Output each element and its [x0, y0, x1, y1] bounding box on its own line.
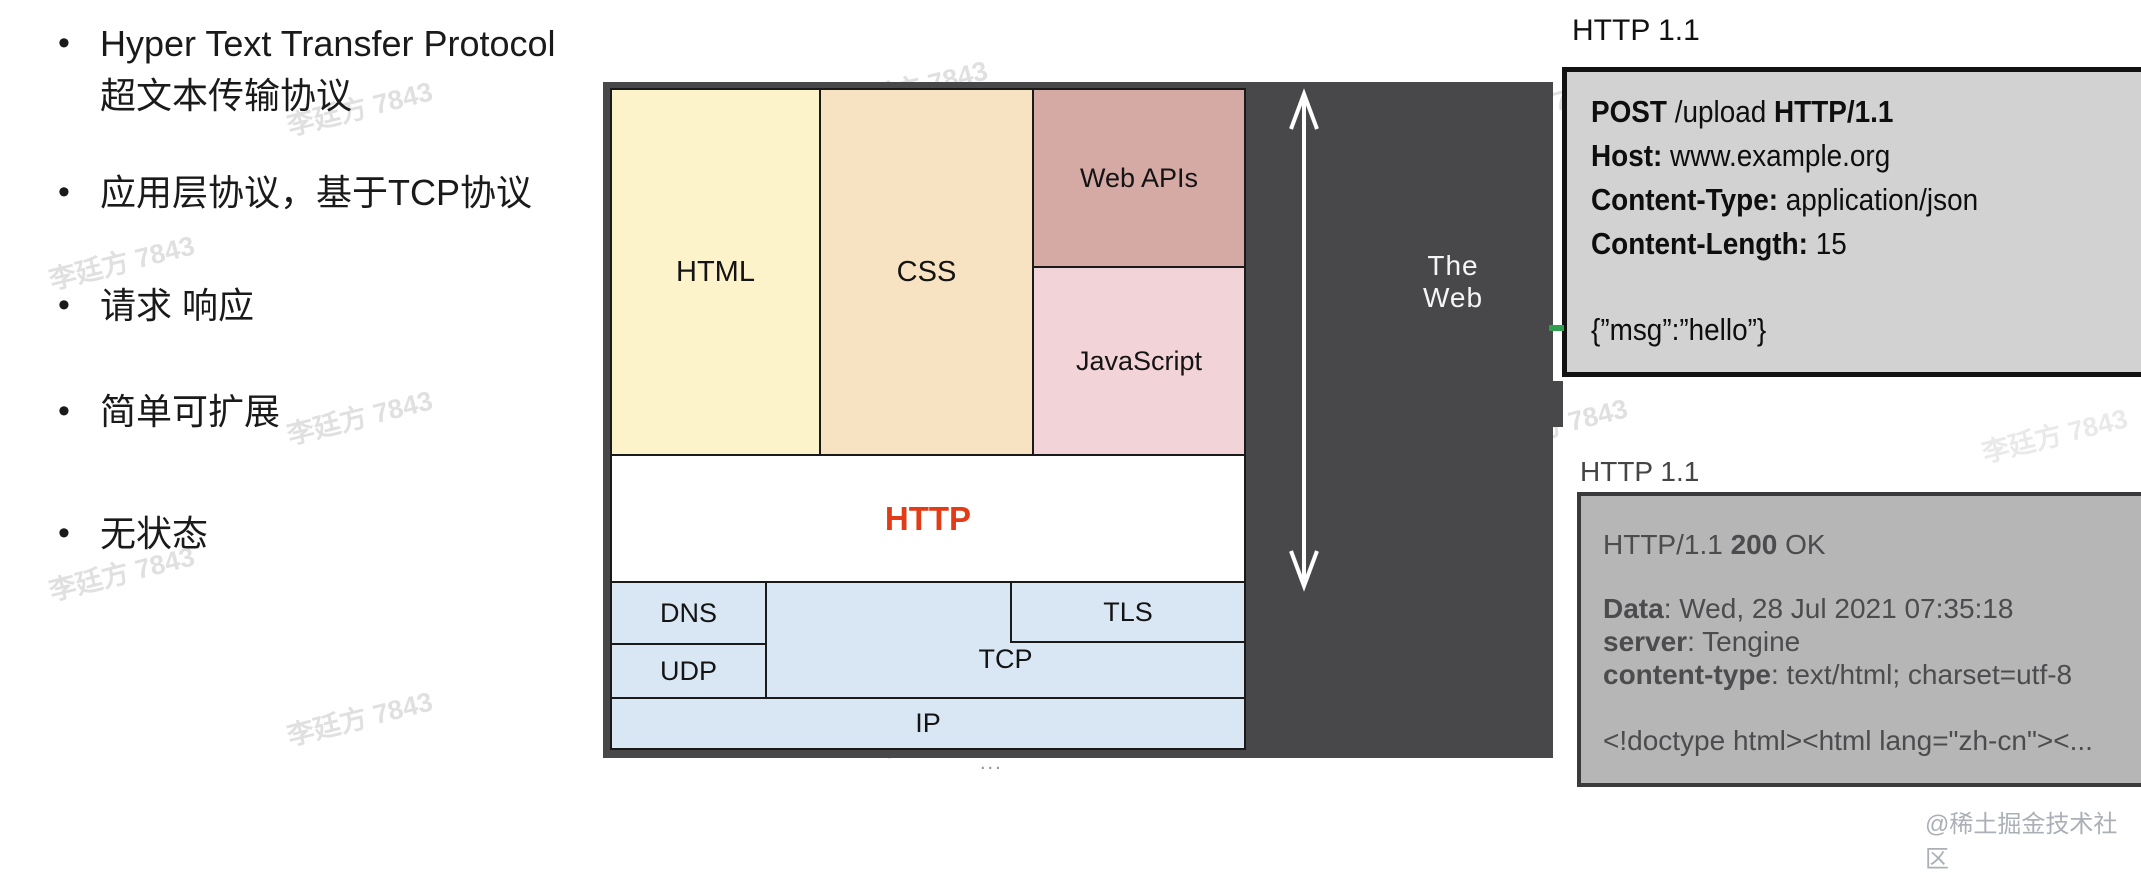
request-line: Content-Length: 15	[1591, 226, 1847, 261]
bullet-icon: •	[58, 286, 70, 324]
bullet-text: 请求 响应	[100, 285, 255, 326]
list-item: • 简单可扩展	[58, 386, 280, 438]
layer-tls: TLS	[1010, 581, 1246, 643]
web-stack-diagram: HTML CSS Web APIs JavaScript HTTP TCP DN…	[603, 82, 1563, 758]
response-line: Data: Wed, 28 Jul 2021 07:35:18	[1603, 593, 2014, 624]
bullet-text: 应用层协议，基于TCP协议	[100, 172, 533, 213]
http-response-text: HTTP/1.1 200 OK Data: Wed, 28 Jul 2021 0…	[1603, 528, 2141, 757]
watermark-text: 李廷方 7843	[284, 686, 436, 752]
protocol-stack: HTML CSS Web APIs JavaScript HTTP TCP DN…	[610, 88, 1246, 750]
bullet-icon: •	[58, 392, 70, 430]
request-line: Host: www.example.org	[1591, 138, 1891, 173]
bullet-text: 无状态	[100, 513, 209, 554]
layer-css: CSS	[819, 88, 1034, 456]
ellipsis-dots: ...	[980, 752, 1003, 774]
layer-label: DNS	[659, 597, 717, 628]
layer-label: HTTP	[884, 499, 972, 537]
layer-label: Web APIs	[1079, 162, 1199, 193]
response-line: content-type: text/html; charset=utf-8	[1603, 659, 2073, 690]
layer-label: JavaScript	[1075, 345, 1203, 376]
green-connector	[1549, 325, 1564, 331]
list-item: • Hyper Text Transfer Protocol 超文本传输协议	[58, 18, 556, 122]
bullet-icon: •	[58, 24, 70, 62]
container-tab	[1553, 381, 1563, 427]
bullet-text: 简单可扩展	[100, 391, 281, 432]
request-panel-title: HTTP 1.1	[1572, 14, 1700, 47]
list-item: • 请求 响应	[58, 280, 254, 332]
watermark-text: 李廷方 7843	[1979, 403, 2131, 469]
request-line: POST /upload HTTP/1.1	[1591, 94, 1894, 129]
layer-dns: DNS	[610, 581, 767, 645]
layer-label: HTML	[676, 255, 755, 288]
layer-http: HTTP	[610, 454, 1246, 583]
layer-label: TLS	[1103, 596, 1153, 627]
layer-udp: UDP	[610, 643, 767, 699]
http-response-box: HTTP/1.1 200 OK Data: Wed, 28 Jul 2021 0…	[1577, 492, 2141, 787]
layer-label: IP	[915, 708, 941, 738]
request-body: {”msg”:”hello”}	[1591, 312, 1767, 347]
bullet-icon: •	[58, 514, 70, 552]
http-request-box: POST /upload HTTP/1.1 Host: www.example.…	[1562, 67, 2141, 377]
response-line: HTTP/1.1 200 OK	[1603, 529, 1826, 560]
response-panel-title: HTTP 1.1	[1580, 456, 1700, 487]
watermark-text: 李廷方 7843	[284, 385, 436, 451]
list-item: • 应用层协议，基于TCP协议	[58, 167, 532, 219]
layer-label: TCP	[978, 644, 1033, 674]
layer-ip: IP	[610, 697, 1246, 750]
layer-javascript: JavaScript	[1032, 266, 1246, 456]
layer-webapis: Web APIs	[1032, 88, 1246, 268]
layer-label: UDP	[659, 655, 717, 686]
the-web-label: The Web	[1422, 250, 1484, 313]
http-request-text: POST /upload HTTP/1.1 Host: www.example.…	[1591, 90, 2141, 352]
layer-html: HTML	[610, 88, 821, 456]
bullet-text: 超文本传输协议	[100, 75, 353, 116]
bullet-icon: •	[58, 173, 70, 211]
double-arrow-icon	[1289, 88, 1319, 592]
response-line: server: Tengine	[1603, 626, 1801, 657]
bullet-text: Hyper Text Transfer Protocol	[100, 23, 556, 64]
community-watermark: @稀土掘金技术社区	[1925, 811, 2118, 873]
response-body: <!doctype html><html lang="zh-cn"><...	[1603, 725, 2093, 756]
slide-http-overview: { "bullets": [ {"line1": "Hyper Text Tra…	[46, 14, 2141, 873]
list-item: • 无状态	[58, 508, 208, 560]
request-line: Content-Type: application/json	[1591, 182, 1979, 217]
layer-label: CSS	[896, 255, 957, 288]
